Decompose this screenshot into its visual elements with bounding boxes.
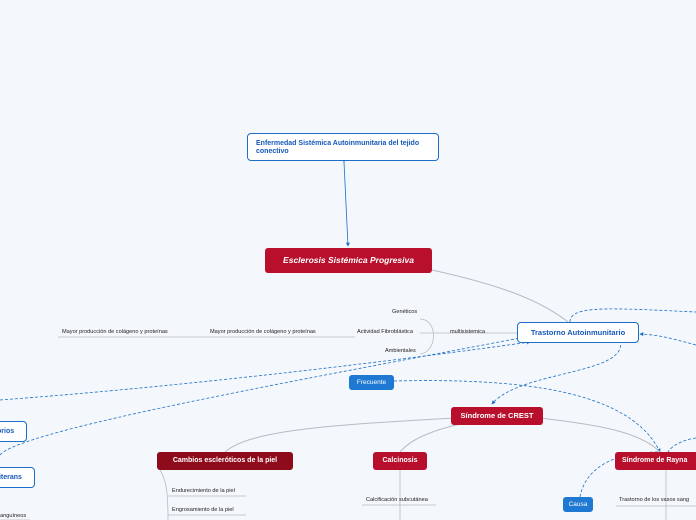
node-cambios[interactable]: Cambios escleróticos de la piel	[157, 452, 293, 470]
link-frecuente-raynaud	[393, 380, 661, 453]
node-trastorno-text: Trastorno Autoinmunitario	[530, 328, 626, 337]
node-left-a[interactable]: orios	[0, 421, 27, 442]
node-left-a-text: orios	[0, 428, 15, 435]
node-raynaud-text: Síndrome de Rayna	[622, 457, 688, 464]
link-trastorno-crest	[491, 339, 621, 405]
node-cambios-text: Cambios escleróticos de la piel	[172, 457, 278, 464]
link-dashed-right	[639, 332, 696, 346]
node-enfermedad[interactable]: Enfermedad Sistémica Autoinmunitaria del…	[247, 133, 439, 161]
node-raynaud[interactable]: Síndrome de Rayna	[615, 452, 696, 470]
label-sanguineos: anguíneos	[0, 513, 27, 519]
node-esclerosis[interactable]: Esclerosis Sistémica Progresiva	[265, 248, 432, 273]
node-esclerosis-text: Esclerosis Sistémica Progresiva	[283, 255, 414, 265]
link-dashed-top	[567, 308, 696, 326]
link-actividad-bracket	[419, 318, 434, 355]
node-enfermedad-text: Enfermedad Sistémica Autoinmunitaria del…	[256, 140, 420, 155]
node-left-b-text: literans	[0, 474, 22, 481]
label-engrosamiento: Engrosamiento de la piel	[172, 507, 234, 513]
label-multisistemica: multisistemica	[450, 329, 486, 335]
node-trastorno[interactable]: Trastorno Autoinmunitario	[517, 322, 639, 343]
label-mayor-2: Mayor producción de colágeno y proteínas	[62, 329, 168, 335]
label-endurecimiento: Endurecimiento de la piel	[172, 488, 235, 494]
link-enfermedad-esclerosis	[341, 158, 350, 247]
node-calcinosis[interactable]: Calcinosis	[373, 452, 427, 470]
label-geneticos: Genéticos	[392, 309, 418, 315]
node-left-b[interactable]: literans	[0, 467, 35, 488]
node-calcinosis-text: Calcinosis	[382, 457, 418, 464]
node-frecuente-text: Frecuente	[356, 379, 387, 386]
label-actividad: Actividad Fibroblástica	[357, 329, 413, 335]
node-crest[interactable]: Síndrome de CREST	[451, 407, 543, 425]
link-crest-calcinosis	[399, 421, 471, 453]
link-crest-raynaud	[539, 417, 661, 453]
link-left-lower	[0, 337, 521, 456]
label-mayor-1: Mayor producción de colágeno y proteínas	[210, 329, 316, 335]
node-causa-text: Causa	[568, 501, 588, 508]
node-crest-text: Síndrome de CREST	[460, 411, 534, 420]
link-crest-cambios	[224, 417, 456, 453]
label-ambientales: Ambientales	[385, 348, 416, 354]
label-trastorno-vasos: Trastorno de los vasos sang	[619, 497, 690, 503]
label-calcificacion: Calcificación subcutánea	[366, 497, 428, 503]
link-cambios-sub	[159, 469, 169, 520]
link-esclerosis-trastorno	[431, 269, 569, 323]
node-causa[interactable]: Causa	[563, 497, 593, 512]
link-dashed-raynaud-right	[667, 437, 696, 453]
link-left-upper	[0, 340, 531, 401]
node-frecuente[interactable]: Frecuente	[349, 375, 394, 390]
